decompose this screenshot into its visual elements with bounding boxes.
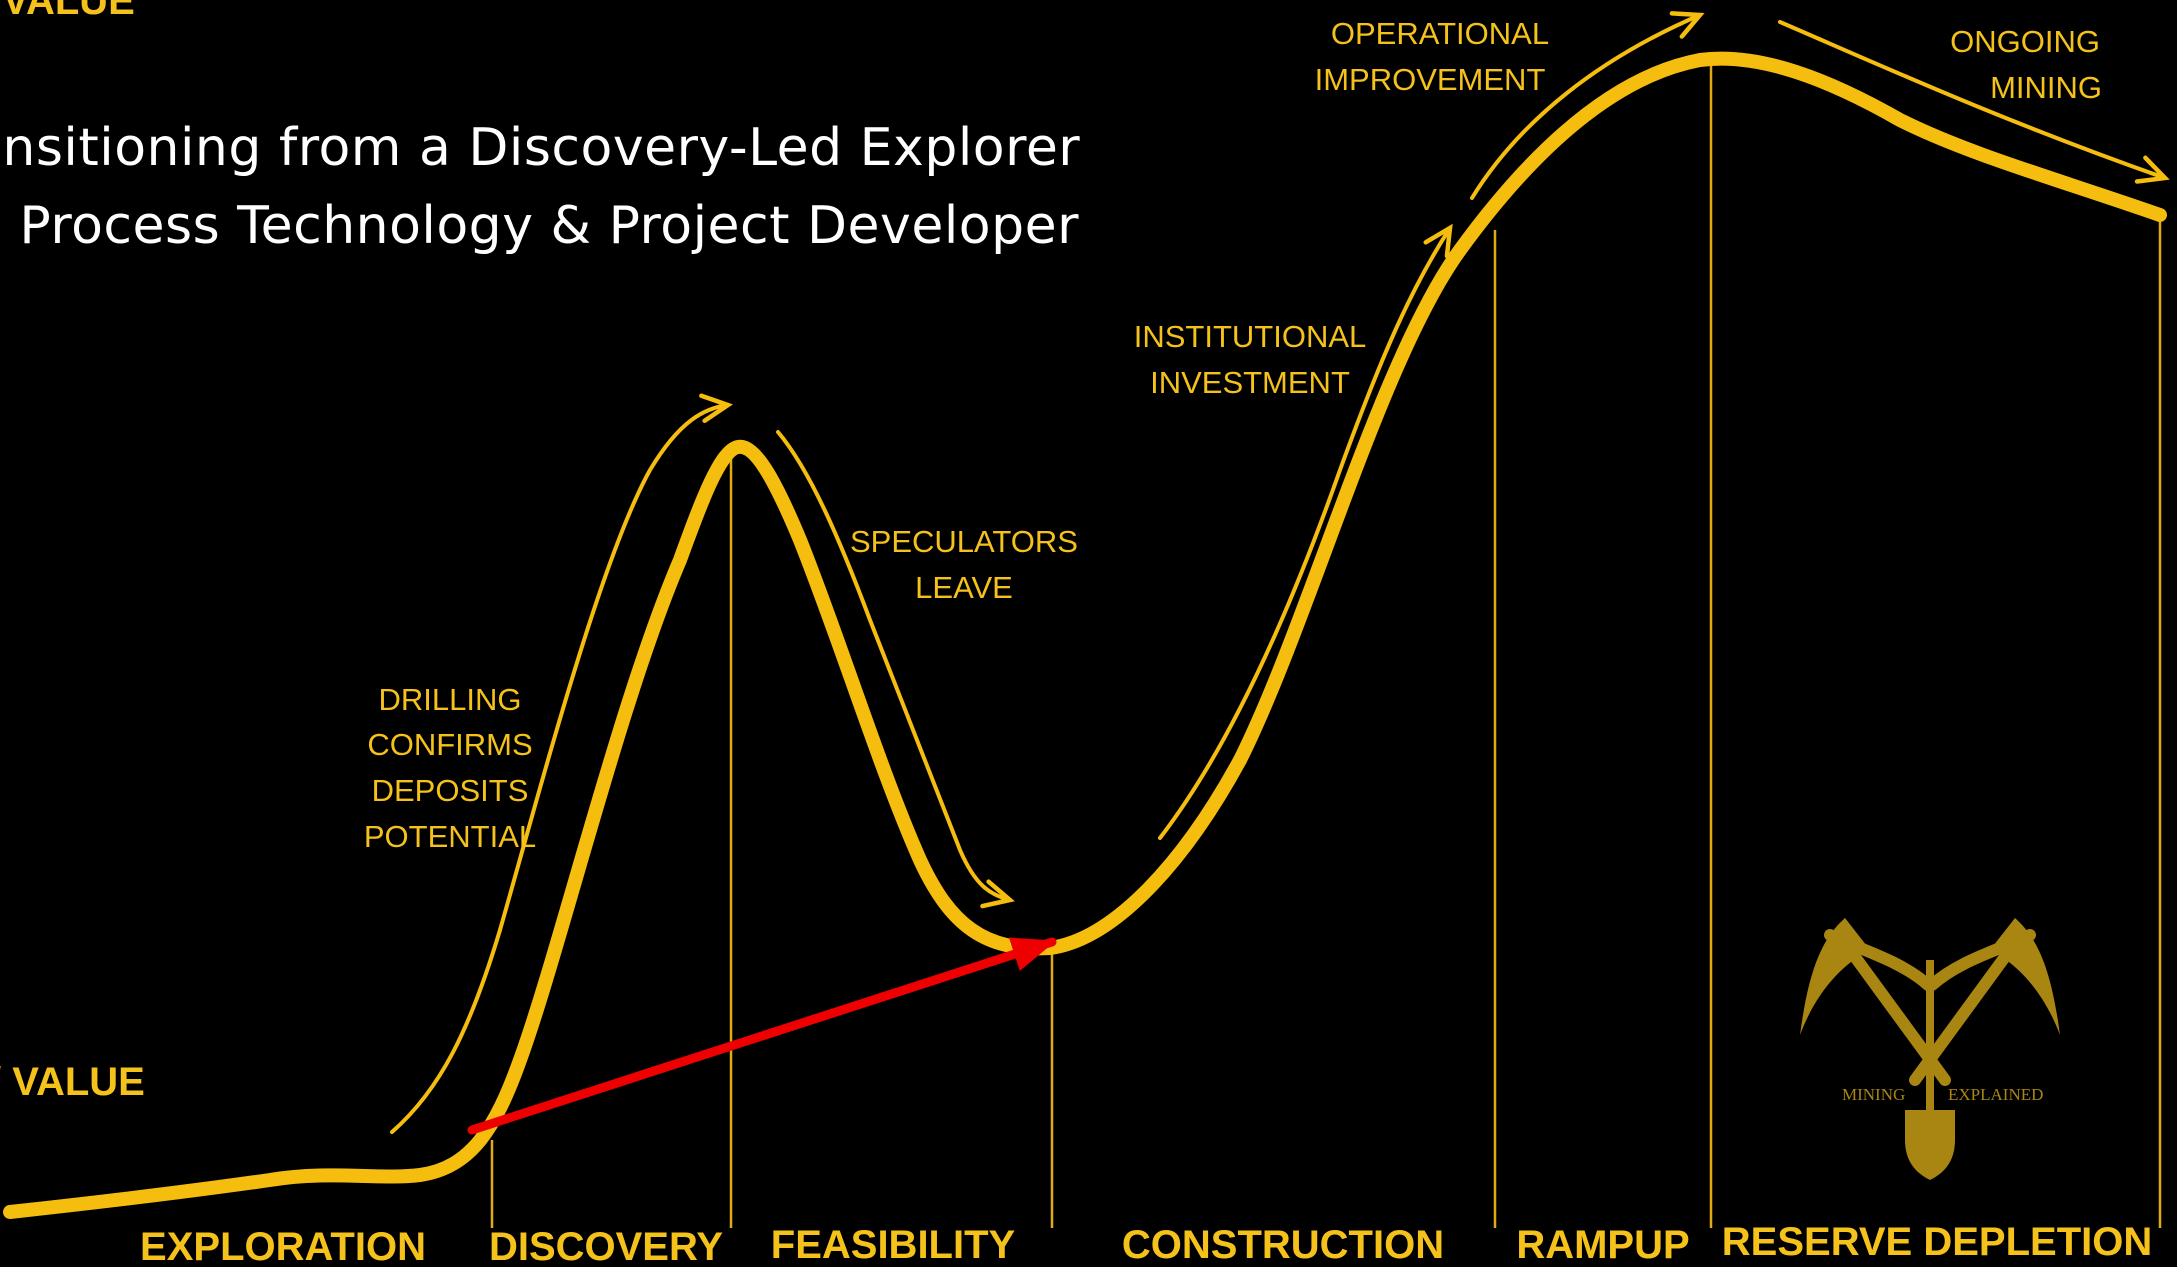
svg-text:MINING: MINING — [1990, 70, 2102, 105]
svg-text:LEAVE: LEAVE — [915, 570, 1013, 605]
trend-arrows — [390, 11, 2170, 1134]
svg-text:INVESTMENT: INVESTMENT — [1150, 365, 1350, 400]
low-value-label: / VALUE — [0, 1060, 145, 1104]
svg-text:CONFIRMS: CONFIRMS — [367, 727, 532, 762]
stage-rampup: RAMPUP — [1516, 1223, 1689, 1267]
crossed-pickaxes-shovel-icon: MINING EXPLAINED — [1800, 918, 2060, 1180]
svg-text:IMPROVEMENT: IMPROVEMENT — [1315, 62, 1546, 97]
logo-text-right: EXPLAINED — [1948, 1085, 2043, 1104]
rise-arrow — [390, 393, 733, 1134]
svg-text:INSTITUTIONAL: INSTITUTIONAL — [1134, 319, 1367, 354]
stage-dividers — [490, 58, 2162, 1228]
stage-labels: EXPLORATION DISCOVERY FEASIBILITY CONSTR… — [140, 1220, 2152, 1267]
annotation-operational: OPERATIONAL IMPROVEMENT — [1315, 16, 1550, 97]
svg-text:DEPOSITS: DEPOSITS — [372, 773, 529, 808]
red-transition-arrow — [467, 937, 1057, 1135]
value-curve — [3, 51, 2167, 1219]
stage-reserve-depletion: RESERVE DEPLETION — [1722, 1220, 2152, 1264]
svg-text:SPECULATORS: SPECULATORS — [850, 524, 1078, 559]
institutional-arrow — [1158, 223, 1453, 840]
annotation-drilling: DRILLING CONFIRMS DEPOSITS POTENTIAL — [364, 682, 536, 854]
svg-text:ONGOING: ONGOING — [1950, 24, 2100, 59]
annotation-ongoing: ONGOING MINING — [1950, 24, 2102, 105]
ongoing-arrow — [1778, 20, 2170, 184]
svg-text:OPERATIONAL: OPERATIONAL — [1331, 16, 1549, 51]
annotation-institutional: INSTITUTIONAL INVESTMENT — [1134, 319, 1367, 400]
stage-construction: CONSTRUCTION — [1122, 1223, 1444, 1267]
svg-text:DRILLING: DRILLING — [379, 682, 522, 717]
stage-feasibility: FEASIBILITY — [771, 1223, 1016, 1267]
stage-discovery: DISCOVERY — [489, 1225, 723, 1267]
title-line-1: ansitioning from a Discovery-Led Explore… — [0, 118, 1081, 178]
high-value-label: I VALUE — [0, 0, 135, 23]
svg-text:POTENTIAL: POTENTIAL — [364, 819, 536, 854]
annotation-speculators: SPECULATORS LEAVE — [850, 524, 1078, 605]
title-line-2: a Process Technology & Project Developer — [0, 196, 1079, 256]
logo-text-left: MINING — [1842, 1085, 1905, 1104]
stage-exploration: EXPLORATION — [140, 1225, 426, 1267]
operational-arrow — [1470, 11, 1705, 200]
fall-arrow — [776, 430, 1015, 909]
